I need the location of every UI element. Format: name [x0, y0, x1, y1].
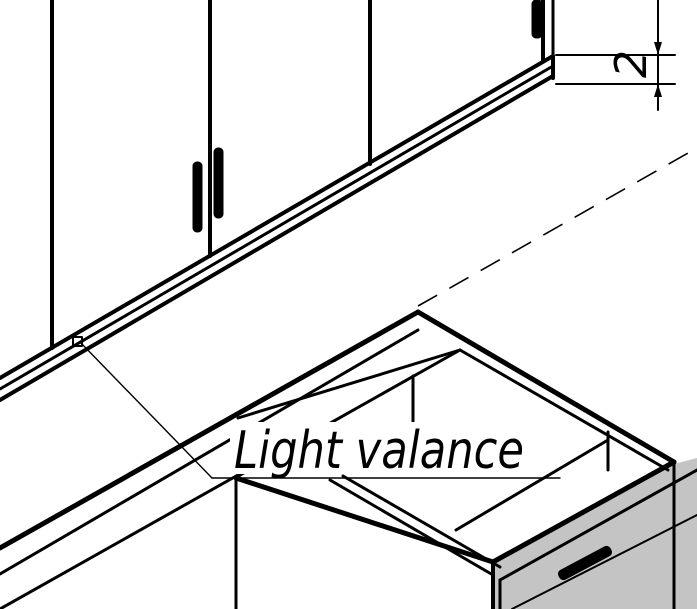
- light-fixture-marker: [72, 336, 83, 347]
- dimension-arrow: [654, 42, 662, 55]
- counter-end-inner: [498, 468, 697, 582]
- valance-top-edge: [0, 54, 555, 380]
- countertop-side-edge-inner: [458, 348, 670, 472]
- light-valance-strip: [0, 54, 555, 402]
- counter-front-corner-inner2: [341, 474, 502, 569]
- valance-bottom-edge: [0, 74, 555, 402]
- door-handle: [213, 147, 224, 219]
- dimension-arrow: [654, 84, 662, 97]
- door-handle: [531, 0, 543, 39]
- callout: Light valance: [79, 341, 561, 481]
- hidden-line: [417, 147, 697, 307]
- dimension-value: 2: [606, 50, 657, 78]
- counter-back-edge: [236, 348, 462, 420]
- upper-cabinets: [50, 0, 555, 350]
- shelf-edge: [454, 438, 610, 532]
- counter-end-top: [490, 459, 677, 565]
- label-background: [230, 422, 530, 474]
- dimension-annotation: 2: [555, 0, 676, 111]
- drawer-handle: [557, 545, 613, 581]
- door-handle: [192, 161, 203, 233]
- counter-front-corner: [233, 475, 496, 565]
- countertop-side-edge: [415, 309, 677, 465]
- valance-mid-edge: [0, 64, 555, 391]
- countertop-front-edge-lower: [0, 328, 420, 576]
- leader-line: [79, 341, 213, 479]
- callout-label: Light valance: [234, 421, 524, 481]
- drawer-divider: [511, 514, 697, 609]
- counter-front-corner-inner: [328, 478, 495, 577]
- base-cabinet: [0, 309, 697, 609]
- cabinet-side-face: [493, 458, 697, 609]
- countertop-front-edge: [0, 309, 421, 551]
